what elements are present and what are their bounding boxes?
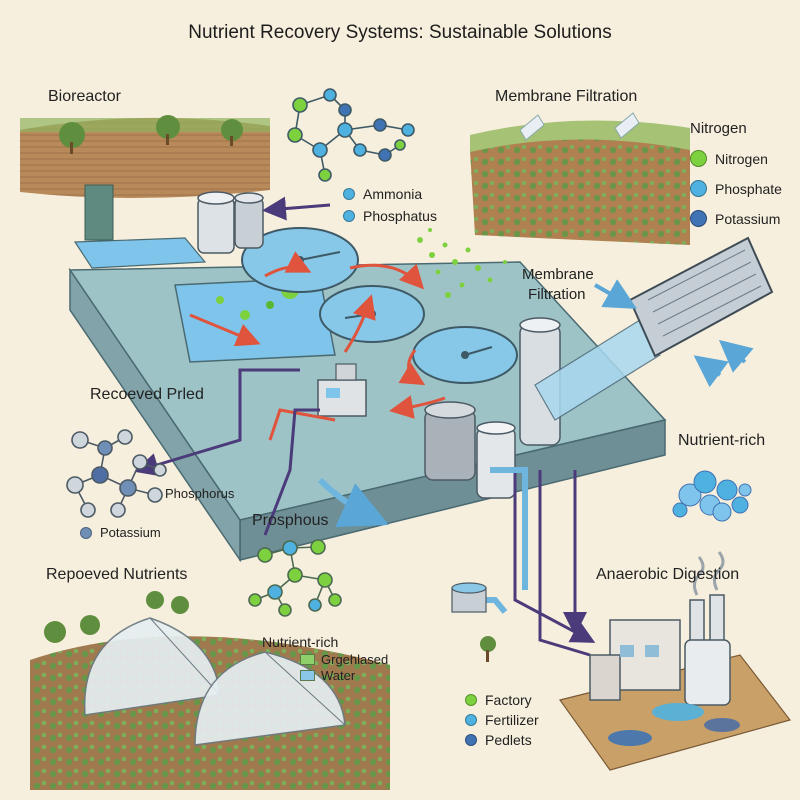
label-repoeved-nutrients: Repoeved Nutrients	[46, 566, 188, 583]
potassium-dot-icon	[80, 526, 92, 539]
potassium-dot-icon	[465, 734, 477, 746]
phosphate-dot-icon	[465, 714, 477, 726]
factory-legend-item-3: Pedlets	[465, 732, 532, 748]
label-bioreactor: Bioreactor	[48, 88, 121, 105]
potassium-left-item: Potassium	[80, 525, 161, 540]
label-phosphorus: Phosphorus	[165, 486, 235, 501]
molecule-network-green	[248, 539, 342, 617]
label-nutrient-rich-bottom: Nutrient-rich	[262, 634, 339, 650]
granule-cluster	[672, 470, 752, 522]
factory-legend-label-2: Fertilizer	[485, 712, 539, 728]
nitrogen-dot-icon	[690, 150, 707, 167]
factory-legend-item-1: Factory	[465, 692, 532, 708]
nitrogen-dot-icon	[465, 694, 477, 706]
membrane-filter-module	[534, 236, 774, 421]
label-nutrient-rich-right: Nutrient-rich	[678, 432, 766, 449]
legend-item-potassium: Potassium	[690, 210, 780, 227]
membrane-columns	[424, 317, 561, 499]
legend-item-nitrogen: Nitrogen	[690, 150, 768, 167]
molecule-network-left	[66, 429, 167, 518]
greenhouse-illustration	[30, 591, 390, 790]
collection-tank	[451, 582, 496, 662]
legend-label-potassium: Potassium	[715, 210, 781, 227]
legend-heading: Nitrogen	[690, 120, 747, 137]
label-prosphous: Prosphous	[252, 512, 329, 529]
flow-pipes-purple	[134, 196, 596, 657]
label-recovered-prled: Recoeved Prled	[90, 386, 204, 403]
storage-tanks	[197, 191, 264, 254]
phosphate-dot-icon	[343, 188, 355, 200]
legend-label-phosphate: Phosphate	[715, 180, 782, 197]
green-water-swatch-icon	[300, 654, 315, 665]
potassium-dot-icon	[690, 210, 707, 227]
legend-item-phosphate: Phosphate	[690, 180, 782, 197]
phosphatus-legend-item: Phosphatus	[343, 208, 437, 224]
phosphate-dot-icon	[343, 210, 355, 222]
label-membrane-mid: Membrane	[522, 266, 594, 283]
diagram-title: Nutrient Recovery Systems: Sustainable S…	[188, 22, 612, 43]
legend-label-nitrogen: Nitrogen	[715, 150, 768, 167]
blue-water-swatch-icon	[300, 670, 315, 681]
nutrient-particles	[417, 228, 507, 298]
flow-arrows-red	[264, 251, 446, 441]
field-illustration	[470, 112, 690, 245]
phosphate-dot-icon	[690, 180, 707, 197]
molecule-network-top	[287, 88, 415, 182]
water-legend-label-2: Water	[321, 668, 356, 683]
factory-legend-label-3: Pedlets	[485, 732, 532, 748]
label-anaerobic-digestion: Anaerobic Digestion	[596, 566, 740, 583]
water-legend-label-1: Grgehlased	[321, 652, 389, 667]
inlet-channel	[73, 184, 207, 269]
factory-legend-label-1: Factory	[485, 692, 532, 708]
factory-illustration	[558, 551, 792, 771]
farmland-illustration	[20, 115, 270, 199]
phosphatus-label: Phosphatus	[363, 208, 437, 224]
water-legend-item-2: Water	[300, 668, 355, 683]
label-potassium-left: Potassium	[100, 525, 161, 540]
label-filtration-mid: Filtration	[528, 286, 586, 303]
control-unit	[317, 363, 367, 417]
ammonia-label: Ammonia	[363, 186, 423, 202]
label-membrane-filtration-top: Membrane Filtration	[495, 88, 638, 105]
factory-legend-item-2: Fertilizer	[465, 712, 539, 728]
ammonia-legend-item: Ammonia	[343, 186, 422, 202]
water-legend-item-1: Grgehlased	[300, 652, 388, 667]
